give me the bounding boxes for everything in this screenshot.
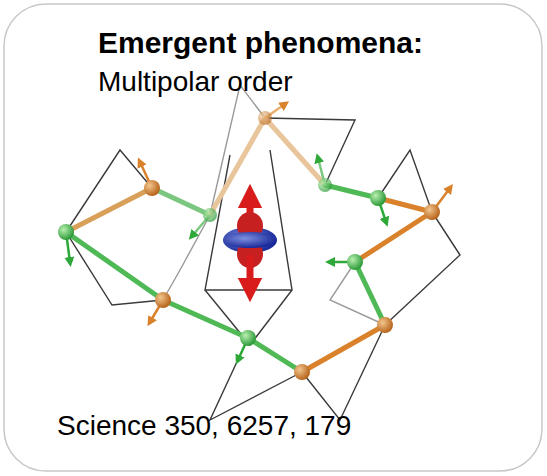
subtitle-label: Multipolar order — [98, 66, 293, 98]
citation-caption: Science 350, 6257, 179 — [57, 410, 351, 442]
tetrahedra — [66, 85, 460, 420]
spin-arrows — [66, 104, 450, 360]
multipole-orbital — [223, 196, 277, 290]
ions — [58, 111, 440, 380]
card-frame — [4, 4, 542, 471]
card-title: Emergent phenomena: — [98, 26, 423, 61]
bond-chain — [66, 118, 432, 372]
